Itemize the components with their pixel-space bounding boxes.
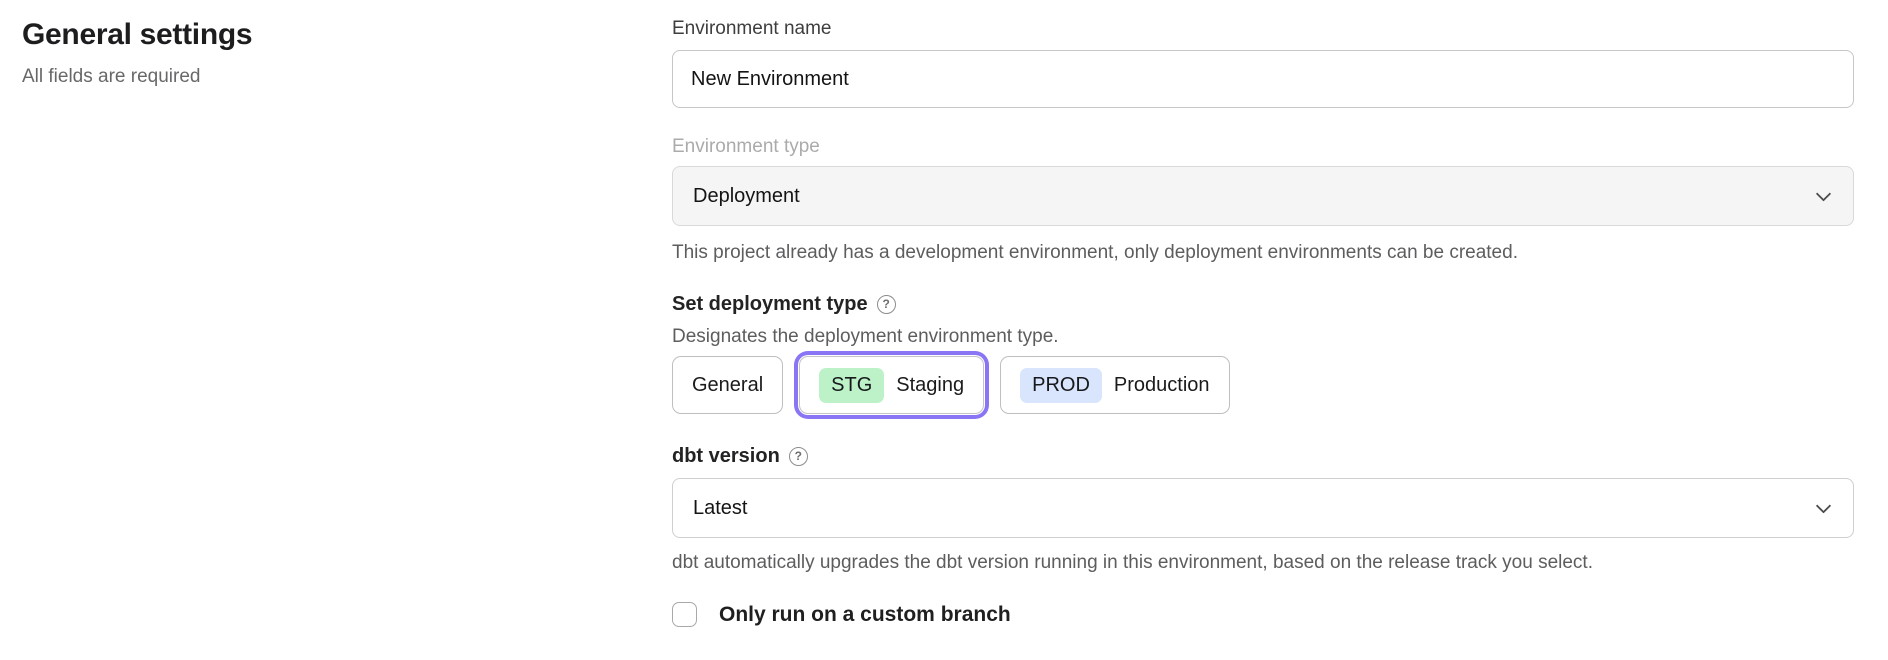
- deployment-type-title: Set deployment type: [672, 293, 868, 315]
- deployment-type-production-button[interactable]: PROD Production: [1000, 356, 1230, 414]
- deployment-type-options: General STG Staging PROD Production: [672, 356, 1854, 414]
- dbt-version-select[interactable]: Latest: [672, 478, 1854, 538]
- custom-branch-row: Only run on a custom branch: [672, 602, 1854, 627]
- environment-type-select: Deployment: [672, 166, 1854, 226]
- environment-name-input[interactable]: [672, 50, 1854, 108]
- production-badge: PROD: [1020, 367, 1102, 403]
- deployment-type-heading: Set deployment type ?: [672, 292, 1854, 316]
- deployment-type-help: Designates the deployment environment ty…: [672, 326, 1059, 347]
- dbt-version-heading: dbt version ?: [672, 444, 1854, 468]
- deployment-type-staging-button[interactable]: STG Staging: [799, 356, 985, 414]
- dbt-version-value: Latest: [693, 496, 748, 519]
- environment-type-label: Environment type: [672, 136, 820, 157]
- deployment-type-production-label: Production: [1113, 373, 1210, 396]
- staging-badge: STG: [819, 367, 885, 403]
- deployment-type-general-label: General: [692, 373, 764, 396]
- settings-form: Environment name Environment type Deploy…: [672, 18, 1854, 627]
- custom-branch-checkbox[interactable]: [672, 602, 697, 627]
- environment-name-label: Environment name: [672, 18, 832, 39]
- page-title: General settings: [22, 18, 253, 51]
- chevron-down-icon: [1815, 186, 1832, 202]
- intro-panel: General settings All fields are required: [22, 18, 582, 88]
- environment-type-value: Deployment: [693, 184, 800, 207]
- environment-type-help: This project already has a development e…: [672, 242, 1518, 263]
- deployment-type-general-button[interactable]: General: [672, 356, 784, 414]
- page-subtitle: All fields are required: [22, 66, 201, 87]
- dbt-version-help: dbt automatically upgrades the dbt versi…: [672, 552, 1593, 573]
- dbt-version-title: dbt version: [672, 445, 780, 467]
- help-icon[interactable]: ?: [788, 446, 808, 466]
- custom-branch-label[interactable]: Only run on a custom branch: [719, 602, 1011, 626]
- deployment-type-staging-label: Staging: [896, 373, 965, 396]
- help-icon[interactable]: ?: [876, 294, 896, 314]
- chevron-down-icon: [1815, 498, 1832, 514]
